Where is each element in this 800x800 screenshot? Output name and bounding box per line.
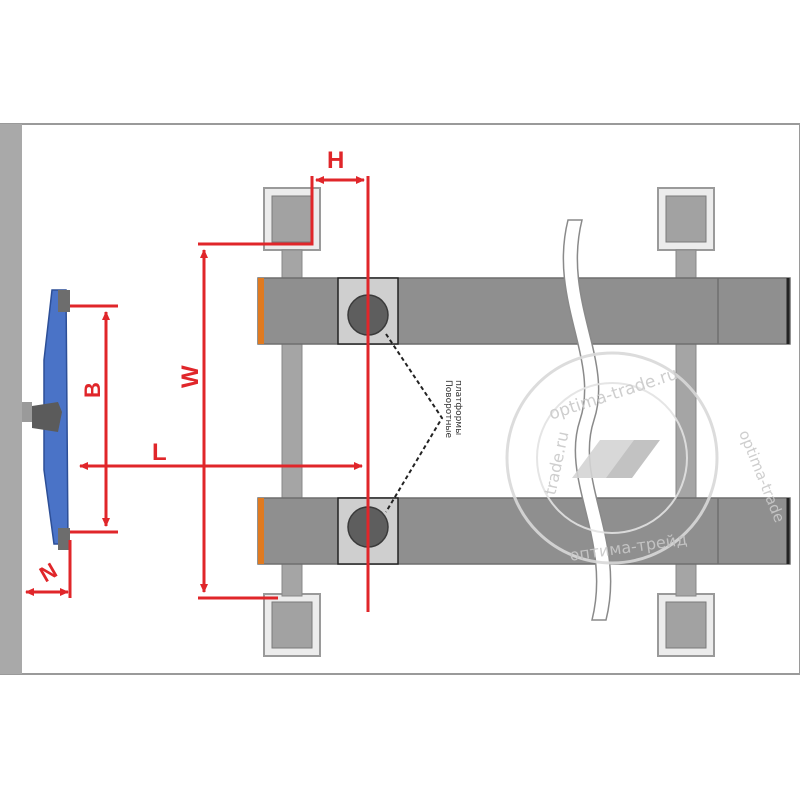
label-w: W: [177, 365, 204, 388]
aligner-stand-icon: [22, 289, 70, 550]
post-top-right: [657, 187, 715, 251]
label-h: H: [327, 147, 344, 174]
post-bottom-left: [263, 593, 321, 657]
dimension-lines: [25, 176, 370, 612]
wall: [0, 124, 22, 674]
note-line2: платформы: [453, 380, 463, 435]
note-leader: [385, 333, 444, 513]
note-line1: Поворотные: [443, 380, 453, 439]
label-l: L: [152, 439, 167, 466]
post-bottom-right: [657, 593, 715, 657]
label-b: B: [80, 382, 105, 398]
